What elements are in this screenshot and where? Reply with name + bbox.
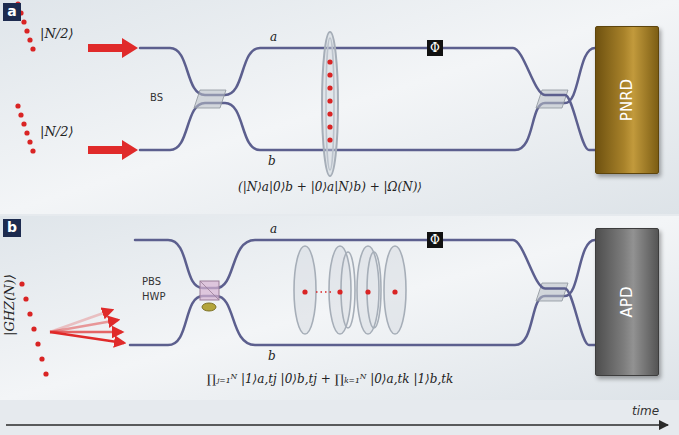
phase-shifter: Φ xyxy=(427,232,443,248)
component-label: BS xyxy=(150,92,163,103)
photon-dot xyxy=(27,311,32,316)
photon-dot xyxy=(327,124,332,129)
photon-dot xyxy=(24,28,29,33)
photon-dot xyxy=(327,111,332,116)
ellipsis-dots xyxy=(316,291,332,293)
phase-symbol: Φ xyxy=(430,234,440,246)
state-label: |GHZ(N)⟩ xyxy=(2,274,17,336)
photon-dot xyxy=(21,121,26,126)
photon-dot xyxy=(392,289,397,294)
half-wave-plate xyxy=(202,303,216,311)
waveguide xyxy=(140,48,427,95)
photon-dot xyxy=(302,289,307,294)
waveguide xyxy=(130,240,595,345)
arm-label: b xyxy=(268,349,276,363)
photon-dot xyxy=(19,281,24,286)
photon-dot xyxy=(27,37,32,42)
detector-box: PNRD xyxy=(595,26,659,174)
photon-arrow xyxy=(88,140,138,160)
arm-label: a xyxy=(270,30,277,44)
component-label: HWP xyxy=(142,291,165,302)
axis-label: time xyxy=(632,404,659,418)
photon-dot xyxy=(327,85,332,90)
phase-shifter: Φ xyxy=(427,40,443,56)
photon-dot xyxy=(23,296,28,301)
waveguide-connector xyxy=(443,240,595,345)
photon-dot xyxy=(30,46,35,51)
state-label: |N/2⟩ xyxy=(40,124,73,139)
photon-dot xyxy=(24,130,29,135)
photon-arrow xyxy=(50,310,112,332)
panel-ground xyxy=(0,216,679,400)
fiber-loop xyxy=(357,246,379,334)
photon-dot xyxy=(327,137,332,142)
pbs-diagonal xyxy=(200,281,219,300)
fiber-loops xyxy=(294,246,406,334)
detector-label: PNRD xyxy=(618,79,636,121)
photon-dot xyxy=(327,59,332,64)
panel-ground xyxy=(0,0,679,214)
photon-dot xyxy=(18,112,23,117)
time-axis xyxy=(6,424,668,426)
detector-label: APD xyxy=(618,287,636,318)
component-label: PBS xyxy=(142,276,161,287)
photon-dot xyxy=(365,289,370,294)
state-formula: (|N⟩a|0⟩b + |0⟩a|N⟩b) + |Ω(N)⟩ xyxy=(238,180,422,194)
fiber-loop xyxy=(329,246,351,334)
photon-fan xyxy=(50,310,124,343)
photon-arrow xyxy=(50,332,124,343)
arm-label: b xyxy=(268,154,276,168)
waveguide xyxy=(135,240,427,288)
fiber-loop xyxy=(326,38,334,170)
photon-dot xyxy=(21,19,26,24)
detector-box: APD xyxy=(595,228,659,376)
photon-dot xyxy=(35,341,40,346)
photon-dot xyxy=(30,148,35,153)
fiber-loop xyxy=(322,32,338,176)
photon-arrow xyxy=(88,38,138,58)
photon-dot xyxy=(43,371,48,376)
panel-letter: a xyxy=(3,3,21,21)
fiber-loop xyxy=(294,246,316,334)
beam-splitter xyxy=(194,90,226,108)
photon-dot xyxy=(15,103,20,108)
waveguide-connector xyxy=(443,48,595,150)
arm-label: a xyxy=(270,222,277,236)
photon-dot xyxy=(39,356,44,361)
waveguide xyxy=(140,48,595,150)
photon-dot xyxy=(327,72,332,77)
photon-dot xyxy=(27,139,32,144)
photon-dot xyxy=(337,289,342,294)
fiber-loop xyxy=(341,252,355,328)
phase-symbol: Φ xyxy=(430,42,440,54)
photon-arrow xyxy=(50,320,118,332)
photon-dot xyxy=(327,98,332,103)
state-label: |N/2⟩ xyxy=(40,26,73,41)
panel-letter: b xyxy=(3,219,21,237)
fiber-loop xyxy=(384,246,406,334)
state-formula: ∏ⱼ₌₁ᴺ |1⟩a,tj |0⟩b,tj + ∏ₖ₌₁ᴺ |0⟩a,tk |1… xyxy=(207,372,454,386)
pbs-cube xyxy=(200,281,219,300)
photon-dot xyxy=(31,326,36,331)
